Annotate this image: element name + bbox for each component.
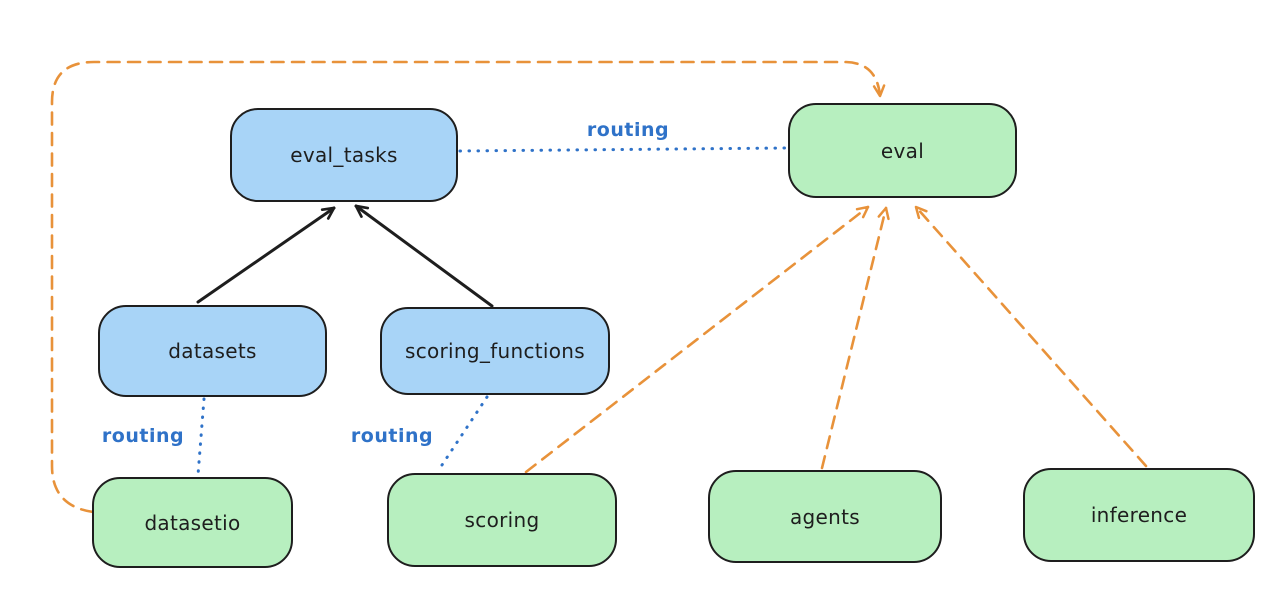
routing-label-left: routing bbox=[101, 425, 185, 447]
edge-routing-eval-tasks-to-eval bbox=[458, 146, 788, 153]
edge-routing-scoring-functions-to-scoring bbox=[436, 395, 489, 473]
node-scoring-functions-label: scoring_functions bbox=[404, 339, 586, 363]
node-datasets-label: datasets bbox=[168, 339, 257, 363]
edge-inference-to-eval bbox=[914, 205, 1148, 468]
node-eval-label: eval bbox=[880, 138, 925, 163]
edge-datasetio-to-eval-loop bbox=[50, 60, 886, 514]
node-inference-label: inference bbox=[1090, 503, 1188, 527]
node-agents: agents bbox=[708, 470, 942, 563]
node-datasetio-label: datasetio bbox=[144, 510, 241, 535]
node-agents-label: agents bbox=[790, 504, 860, 529]
edge-scoring-to-eval bbox=[524, 205, 870, 474]
node-inference: inference bbox=[1023, 468, 1255, 562]
edge-datasets-to-eval-tasks bbox=[196, 206, 336, 304]
routing-label-top: routing bbox=[586, 119, 670, 141]
node-datasets: datasets bbox=[98, 305, 327, 397]
node-eval-tasks: eval_tasks bbox=[230, 108, 458, 202]
node-scoring-label: scoring bbox=[464, 508, 540, 532]
node-scoring-functions: scoring_functions bbox=[380, 307, 610, 395]
edge-routing-datasets-to-datasetio bbox=[196, 397, 206, 477]
node-eval: eval bbox=[788, 103, 1017, 198]
node-datasetio: datasetio bbox=[92, 477, 293, 568]
node-eval-tasks-label: eval_tasks bbox=[290, 143, 398, 167]
routing-label-mid: routing bbox=[350, 425, 434, 447]
edge-scoring-functions-to-eval-tasks bbox=[354, 204, 494, 308]
node-scoring: scoring bbox=[387, 473, 617, 567]
edge-agents-to-eval bbox=[820, 206, 890, 470]
